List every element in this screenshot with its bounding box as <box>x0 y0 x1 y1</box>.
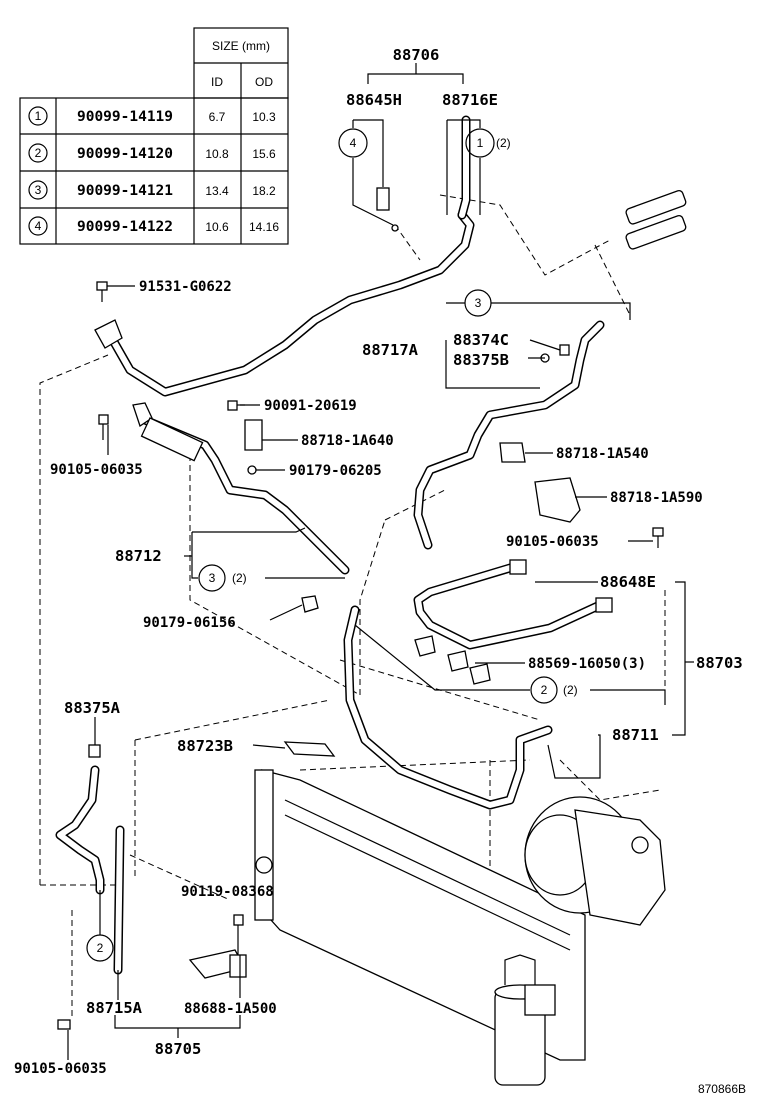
callout-2-mid: 2 (2) <box>530 676 578 704</box>
callout-number: 3 <box>209 571 216 585</box>
label-90119-08368: 90119-08368 <box>181 884 274 900</box>
tube-88648E <box>413 563 605 650</box>
fittings-upper-right <box>625 189 687 250</box>
callout-4-top: 4 <box>338 128 368 158</box>
callout-qty: (2) <box>563 683 578 697</box>
label-88703: 88703 <box>696 654 743 672</box>
callout-number: 2 <box>97 941 104 955</box>
table-row-num: 1 <box>35 109 42 123</box>
callout-number: 1 <box>477 136 484 150</box>
valve-88374C <box>540 344 570 363</box>
hose-88711 <box>343 605 553 810</box>
label-88648E: 88648E <box>600 573 656 591</box>
bracket-88688 <box>188 949 247 979</box>
tube-fittings-88648E <box>509 559 613 613</box>
table-row-id: 10.6 <box>205 220 229 234</box>
hose-88716E <box>457 115 471 220</box>
callout-1-top: 1 (2) <box>465 128 511 158</box>
discharge-hose-88717A <box>413 320 605 550</box>
upper-suction-hose <box>105 210 475 397</box>
table-row-num: 2 <box>35 146 42 160</box>
bolt-91531 <box>96 281 108 302</box>
callout-qty: (2) <box>232 571 247 585</box>
label-88688-1A500: 88688-1A500 <box>184 1001 277 1017</box>
leader-lines <box>67 63 694 1060</box>
bolt-90105-a <box>98 414 109 440</box>
label-88715A: 88715A <box>86 999 143 1017</box>
label-91531-G0622: 91531-G0622 <box>139 279 232 295</box>
label-90105-06035-b: 90105-06035 <box>506 534 599 550</box>
label-88706: 88706 <box>393 46 440 64</box>
table-row-od: 18.2 <box>252 184 276 198</box>
bolt-90105-b <box>652 527 664 548</box>
label-90179-06156: 90179-06156 <box>143 615 236 631</box>
table-row-id: 13.4 <box>205 184 229 198</box>
table-row-part: 90099-14120 <box>77 146 173 162</box>
table-header-od: OD <box>255 75 273 89</box>
clamp-88718-1A540 <box>499 442 526 463</box>
clamp-88718-1A640 <box>244 419 263 475</box>
table-row-od: 14.16 <box>249 220 279 234</box>
pipe-88712 <box>140 415 350 575</box>
charge-valve-88645H <box>376 187 399 232</box>
callout-2-bottom: 2 <box>86 934 114 962</box>
callout-3-right: 3 <box>464 289 492 317</box>
callout-number: 3 <box>475 296 482 310</box>
callout-number: 2 <box>541 683 548 697</box>
label-88705: 88705 <box>155 1040 202 1058</box>
table-header-id: ID <box>211 75 223 89</box>
label-88718-1A640: 88718-1A640 <box>301 433 394 449</box>
label-88375B: 88375B <box>453 351 509 369</box>
label-88716E: 88716E <box>442 91 498 109</box>
table-row-od: 10.3 <box>252 110 276 124</box>
nut-90179-06156 <box>301 595 319 613</box>
label-90091-20619: 90091-20619 <box>264 398 357 414</box>
muffler-88712 <box>132 402 204 462</box>
callout-number: 4 <box>350 136 357 150</box>
diagram-reference-code: 870866B <box>698 1082 746 1096</box>
table-row-num: 3 <box>35 183 42 197</box>
table-header-size: SIZE (mm) <box>212 39 270 53</box>
label-88723B: 88723B <box>177 737 233 755</box>
seal-88723B <box>283 741 336 757</box>
callout-3-left: 3 (2) <box>198 564 247 592</box>
clamps-88569 <box>414 635 491 685</box>
receiver-dryer <box>494 954 556 1086</box>
bracket-at-91531 <box>94 319 123 349</box>
table-row-part: 90099-14122 <box>77 219 173 235</box>
label-88374C: 88374C <box>453 331 509 349</box>
callout-qty: (2) <box>496 136 511 150</box>
label-90179-06205: 90179-06205 <box>289 463 382 479</box>
label-90105-06035-c: 90105-06035 <box>14 1061 107 1077</box>
table-row-id: 6.7 <box>209 110 226 124</box>
label-88718-1A590: 88718-1A590 <box>610 490 703 506</box>
bolt-90119 <box>233 914 244 955</box>
table-row-od: 15.6 <box>252 147 276 161</box>
bracket-88718-1A590 <box>534 477 581 523</box>
label-88569-16050: 88569-16050(3) <box>528 656 646 672</box>
label-88711: 88711 <box>612 726 659 744</box>
label-88645H: 88645H <box>346 91 402 109</box>
table-row-part: 90099-14121 <box>77 183 173 199</box>
label-90105-06035-a: 90105-06035 <box>50 462 143 478</box>
table-row-id: 10.8 <box>205 147 229 161</box>
table-row-part: 90099-14119 <box>77 109 173 125</box>
label-88712: 88712 <box>115 547 162 565</box>
bolt-90105-c <box>57 1019 71 1030</box>
liquid-tube-88715A <box>55 765 125 975</box>
cap-88375A <box>88 744 101 758</box>
table-row-num: 4 <box>35 219 42 233</box>
hose-size-table: SIZE (mm) ID OD 1 90099-14119 6.7 10.3 2… <box>19 27 289 245</box>
part-labels: 88706 88645H 88716E 91531-G0622 88717A 8… <box>14 46 746 1096</box>
compressor <box>524 796 666 926</box>
label-88375A: 88375A <box>64 699 121 717</box>
label-88717A: 88717A <box>362 341 419 359</box>
label-88718-1A540: 88718-1A540 <box>556 446 649 462</box>
